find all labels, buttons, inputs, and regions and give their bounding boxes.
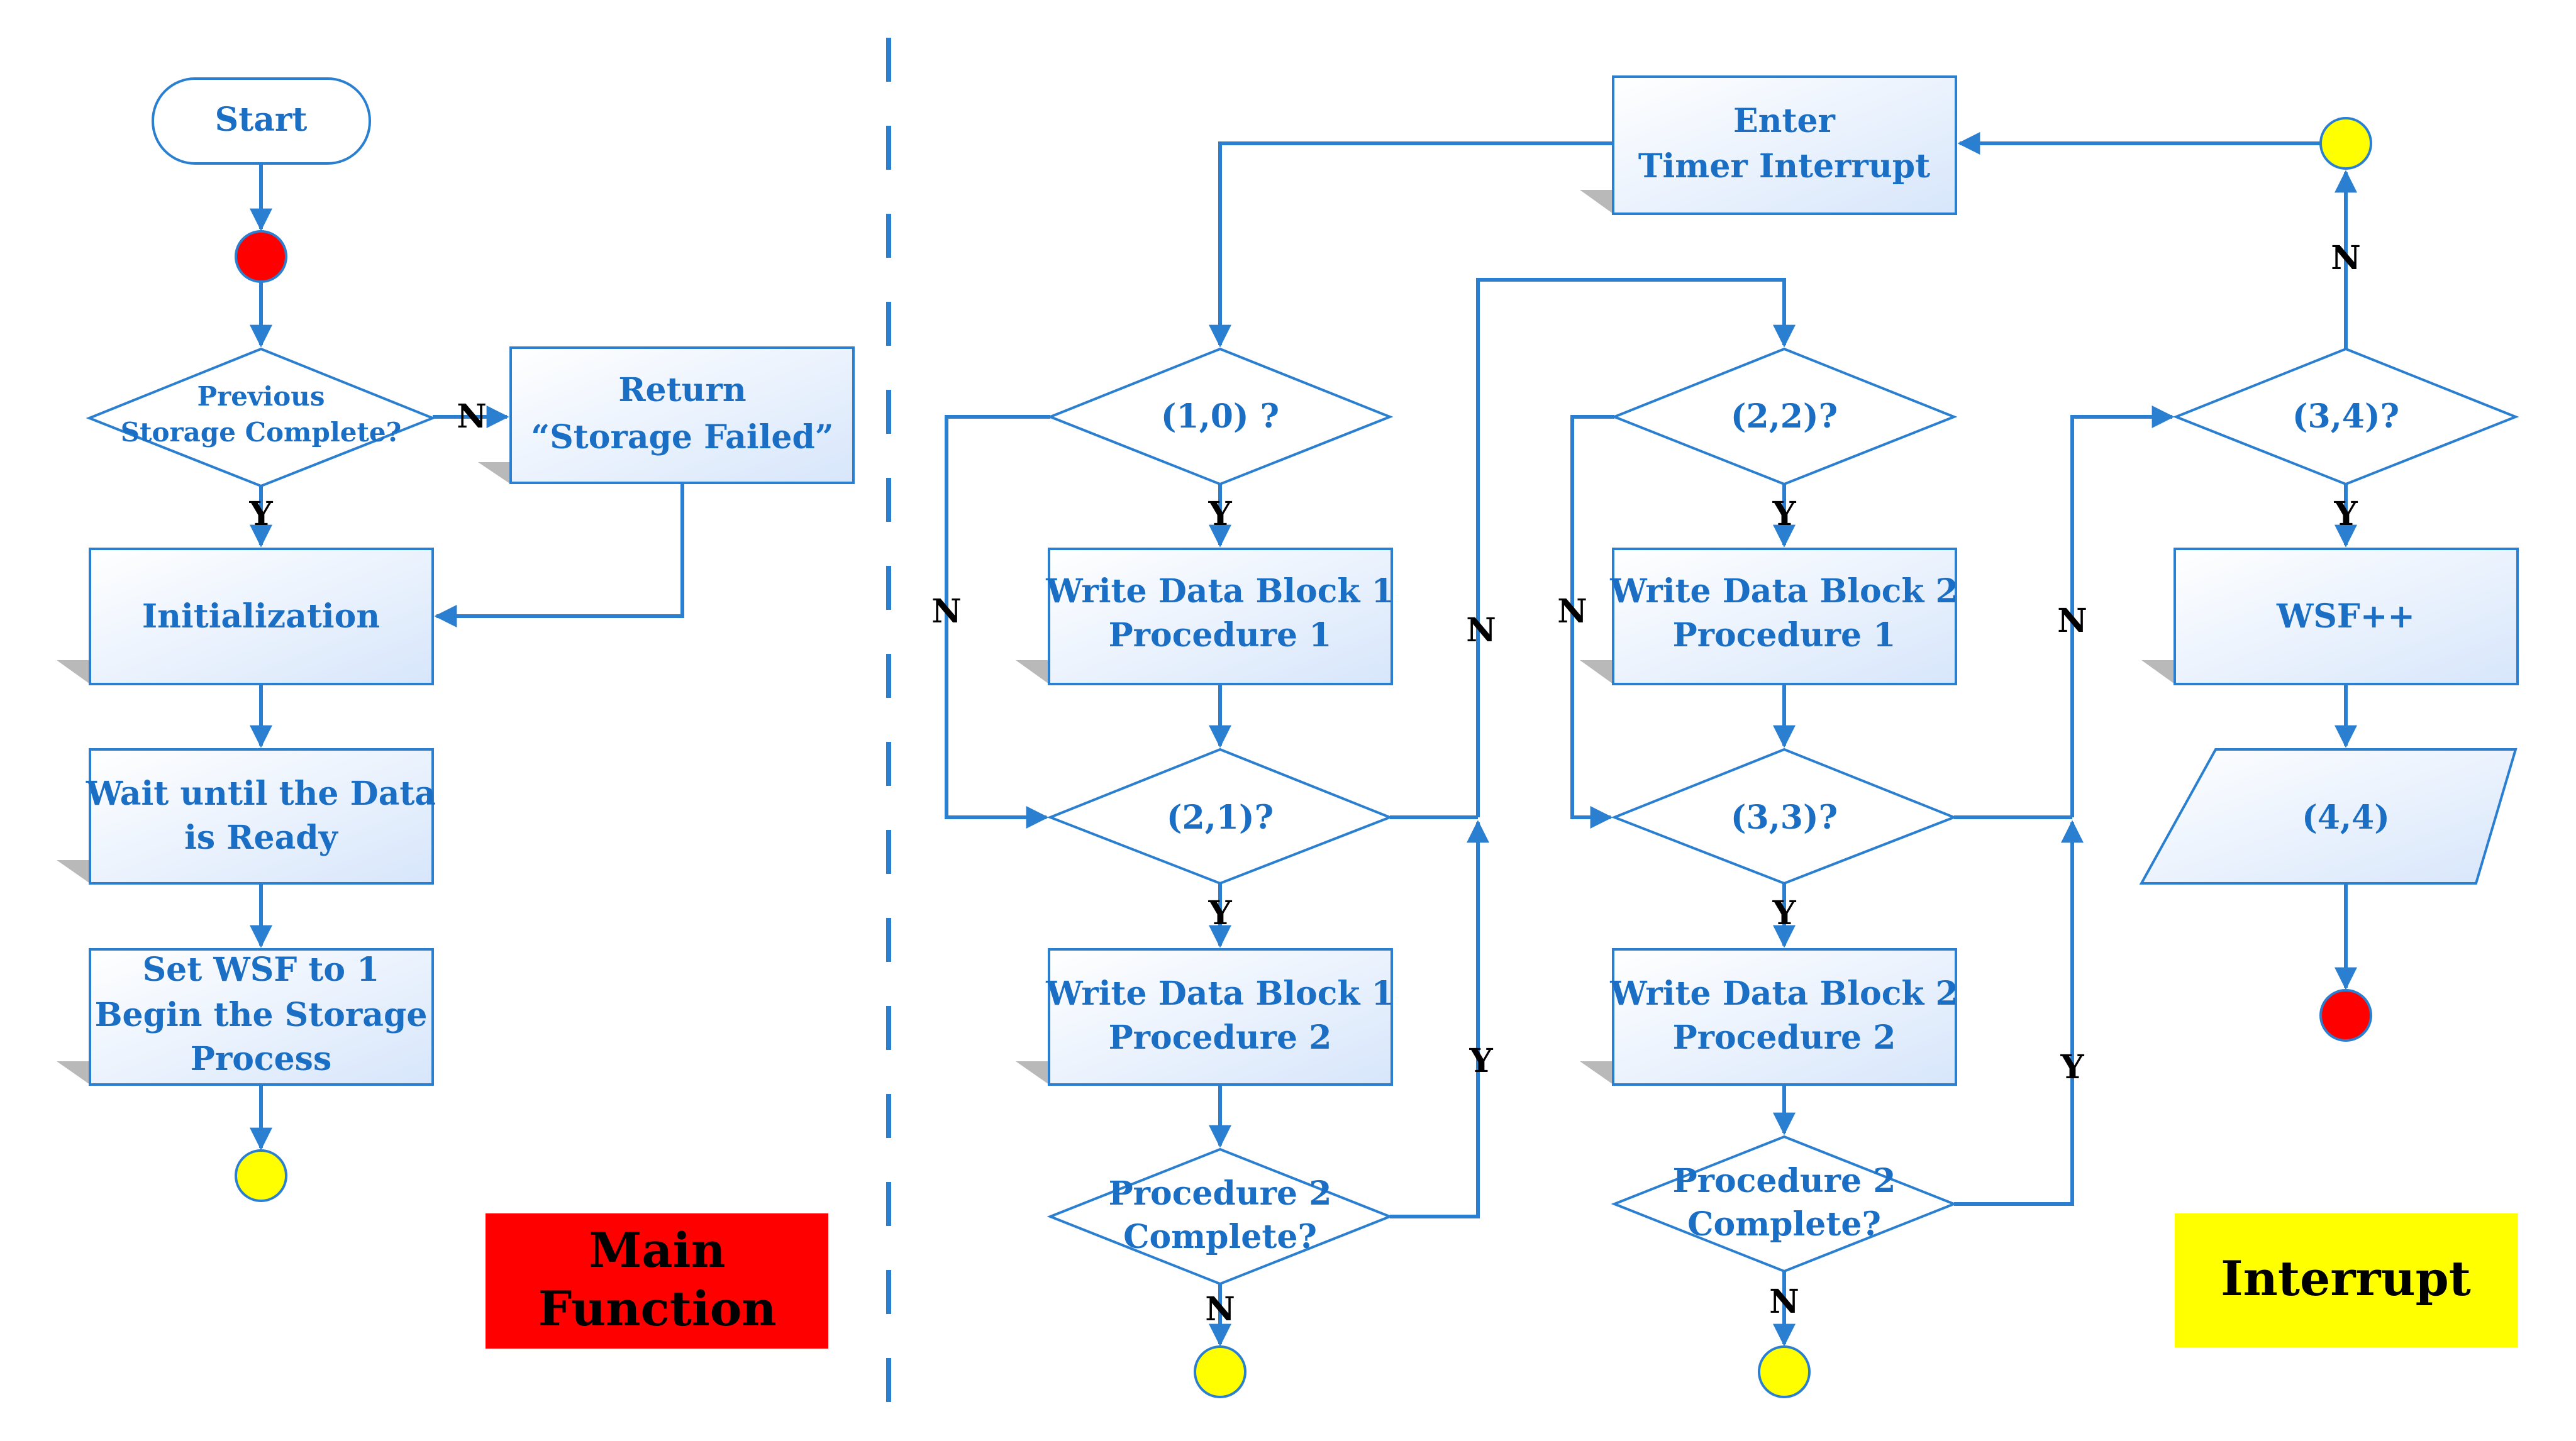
write-block2-proc1-box: Write Data Block 2 Procedure 1 bbox=[1580, 548, 1958, 685]
main-tag-label-2: Function bbox=[538, 1281, 776, 1337]
write-block1-proc1-box: Write Data Block 1 Procedure 1 bbox=[1016, 548, 1394, 685]
previous-label-2: Storage Complete? bbox=[121, 417, 401, 448]
d21-no-label: N bbox=[1466, 611, 1496, 649]
d10-label: (1,0) ? bbox=[1161, 397, 1279, 436]
d34-no-label: N bbox=[2331, 239, 2361, 277]
initialization-box: Initialization bbox=[57, 548, 434, 685]
d33-yes-label: Y bbox=[1772, 894, 1796, 932]
start-label: Start bbox=[215, 101, 308, 139]
wsfpp-label: WSF++ bbox=[2276, 597, 2415, 636]
pc1-no-label: N bbox=[1205, 1290, 1235, 1328]
interrupt-tag-label: Interrupt bbox=[2221, 1251, 2471, 1306]
main-function-tag-bg bbox=[486, 1213, 828, 1349]
pc1-yes-label: Y bbox=[1468, 1042, 1493, 1080]
procedure2-complete-decision-2: Procedure 2 Complete? bbox=[1611, 1135, 1958, 1273]
wait-data-box: Wait until the Data is Ready bbox=[57, 748, 436, 885]
d21-label: (2,1)? bbox=[1167, 798, 1274, 837]
interrupt-tag: Interrupt bbox=[2175, 1213, 2518, 1347]
write-block2-proc2-box: Write Data Block 2 Procedure 2 bbox=[1580, 948, 1958, 1086]
previous-storage-decision: Previous Storage Complete? bbox=[86, 347, 436, 488]
decision-3-4: (3,4)? bbox=[2172, 347, 2519, 486]
interrupt-flow-lines bbox=[945, 132, 2357, 1347]
wb1p2-label-1: Write Data Block 1 bbox=[1045, 974, 1394, 1013]
previous-label-1: Previous bbox=[197, 381, 325, 412]
pc1-label-1: Procedure 2 bbox=[1109, 1174, 1332, 1213]
main-tag-label-1: Main bbox=[589, 1222, 726, 1278]
pc2-label-1: Procedure 2 bbox=[1673, 1162, 1896, 1200]
d21-yes-label: Y bbox=[1208, 894, 1232, 932]
decision-1-0: (1,0) ? bbox=[1046, 347, 1394, 486]
wb1p2-label-2: Procedure 2 bbox=[1109, 1019, 1332, 1057]
column1-end-connector bbox=[1194, 1345, 1246, 1398]
previous-yes-label: Y bbox=[248, 495, 273, 533]
wsf-increment-box: WSF++ bbox=[2141, 548, 2519, 685]
d34-label: (3,4)? bbox=[2292, 397, 2399, 436]
wb2p1-label-2: Procedure 1 bbox=[1673, 616, 1896, 654]
write-block1-proc2-box: Write Data Block 1 Procedure 2 bbox=[1016, 948, 1394, 1086]
io-4-4-parallelogram: (4,4) bbox=[2139, 748, 2518, 885]
pc2-yes-label: Y bbox=[2060, 1048, 2084, 1086]
setwsf-label-1: Set WSF to 1 bbox=[143, 951, 380, 989]
pc1-label-2: Complete? bbox=[1123, 1218, 1317, 1256]
enter-label-2: Timer Interrupt bbox=[1638, 147, 1930, 185]
d10-yes-label: Y bbox=[1208, 495, 1232, 533]
d22-no-label: N bbox=[1557, 592, 1587, 631]
initialization-label: Initialization bbox=[142, 597, 380, 636]
main-start-connector bbox=[235, 230, 287, 283]
return-label-2: “Storage Failed” bbox=[531, 418, 833, 456]
d33-no-label: N bbox=[2057, 602, 2087, 640]
set-wsf-box: Set WSF to 1 Begin the Storage Process bbox=[57, 948, 434, 1086]
interrupt-end-terminal bbox=[2319, 989, 2372, 1042]
wait-label-2: is Ready bbox=[184, 819, 338, 857]
column2-end-connector bbox=[1758, 1345, 1811, 1398]
start-terminal: Start bbox=[152, 77, 371, 165]
main-function-tag: Main Function bbox=[486, 1213, 828, 1349]
wb1p1-label-1: Write Data Block 1 bbox=[1045, 572, 1394, 610]
previous-no-label: N bbox=[457, 397, 487, 436]
wb2p2-label-1: Write Data Block 2 bbox=[1609, 974, 1958, 1013]
enter-timer-interrupt-box: Enter Timer Interrupt bbox=[1580, 75, 1957, 215]
setwsf-label-3: Process bbox=[191, 1040, 331, 1078]
wait-label-1: Wait until the Data bbox=[86, 775, 436, 813]
return-label-1: Return bbox=[618, 371, 746, 409]
interrupt-tag-bg bbox=[2175, 1213, 2518, 1347]
d22-yes-label: Y bbox=[1772, 495, 1796, 533]
pc2-no-label: N bbox=[1769, 1283, 1799, 1321]
main-end-connector bbox=[235, 1149, 287, 1202]
d10-no-label: N bbox=[931, 592, 962, 631]
enter-label-1: Enter bbox=[1733, 102, 1836, 140]
pc2-label-2: Complete? bbox=[1687, 1205, 1881, 1244]
decision-3-3: (3,3)? bbox=[1611, 748, 1958, 885]
wb2p1-label-1: Write Data Block 2 bbox=[1609, 572, 1958, 610]
d34-yes-label: Y bbox=[2333, 495, 2358, 533]
wb1p1-label-2: Procedure 1 bbox=[1109, 616, 1332, 654]
procedure2-complete-decision-1: Procedure 2 Complete? bbox=[1046, 1147, 1394, 1286]
interrupt-entry-connector bbox=[2319, 117, 2372, 170]
return-storage-failed-box: Return “Storage Failed” bbox=[478, 346, 855, 484]
decision-2-1: (2,1)? bbox=[1046, 748, 1394, 885]
d33-label: (3,3)? bbox=[1731, 798, 1838, 837]
setwsf-label-2: Begin the Storage bbox=[95, 996, 428, 1034]
io44-label: (4,4) bbox=[2302, 798, 2390, 837]
main-flow-lines bbox=[250, 163, 684, 1151]
wb2p2-label-2: Procedure 2 bbox=[1673, 1019, 1896, 1057]
d22-label: (2,2)? bbox=[1731, 397, 1838, 436]
decision-2-2: (2,2)? bbox=[1611, 347, 1958, 486]
